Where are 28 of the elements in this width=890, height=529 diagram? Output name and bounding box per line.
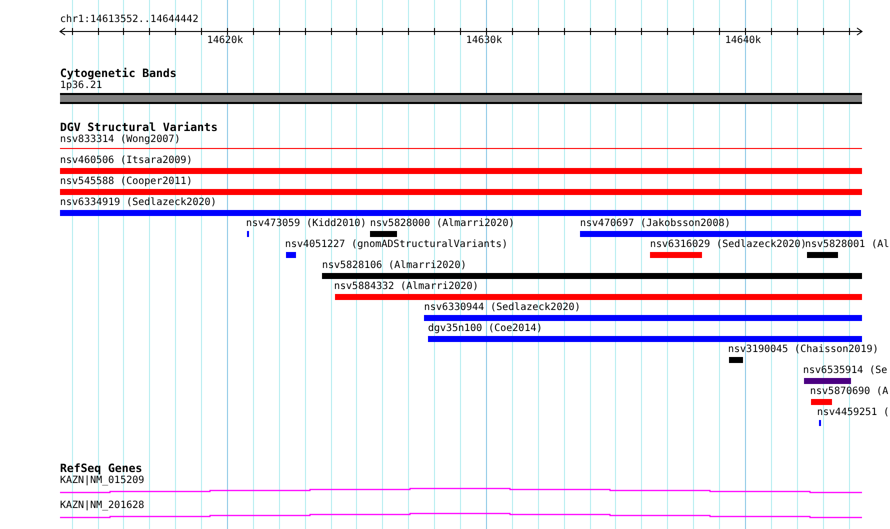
- feature-label: nsv545588 (Cooper2011): [60, 176, 192, 188]
- feature-label: nsv470697 (Jakobsson2008): [580, 218, 731, 230]
- feature-label: KAZN|NM_201628: [60, 500, 144, 512]
- feature-label: nsv5884332 (Almarri2020): [334, 281, 478, 293]
- location-label: chr1:14613552..14644442: [60, 14, 198, 26]
- feature-label: nsv3190045 (Chaisson2019): [728, 344, 879, 356]
- feature-label: nsv833314 (Wong2007): [60, 134, 180, 146]
- feature-label: nsv6330944 (Sedlazeck2020): [424, 302, 581, 314]
- tick-label: 14630k: [466, 35, 502, 47]
- feature-label: nsv6535914 (Se: [803, 365, 888, 377]
- track-heading: RefSeq Genes: [60, 462, 142, 474]
- feature-label: dgv35n100 (Coe2014): [428, 323, 542, 335]
- feature-label: nsv460506 (Itsara2009): [60, 155, 192, 167]
- feature-label: nsv4051227 (gnomADStructuralVariants): [285, 239, 508, 251]
- feature-label: nsv5828001 (Al: [805, 239, 890, 251]
- feature-label: nsv4459251 (: [817, 407, 890, 419]
- feature-label: nsv5870690 (A: [810, 386, 888, 398]
- feature-label: nsv6334919 (Sedlazeck2020): [60, 197, 217, 209]
- feature-label: nsv5828106 (Almarri2020): [322, 260, 466, 272]
- tick-label: 14620k: [206, 35, 244, 47]
- feature-label: KAZN|NM_015209: [60, 475, 144, 487]
- track-heading: Cytogenetic Bands: [60, 67, 177, 79]
- feature-label: nsv6316029 (Sedlazeck2020): [650, 239, 807, 251]
- feature-label: nsv5828000 (Almarri2020): [370, 218, 514, 230]
- tick-label: 14640k: [724, 35, 762, 47]
- track-heading: DGV Structural Variants: [60, 121, 218, 133]
- feature-label: nsv473059 (Kidd2010): [246, 218, 366, 230]
- feature-label: 1p36.21: [60, 80, 102, 92]
